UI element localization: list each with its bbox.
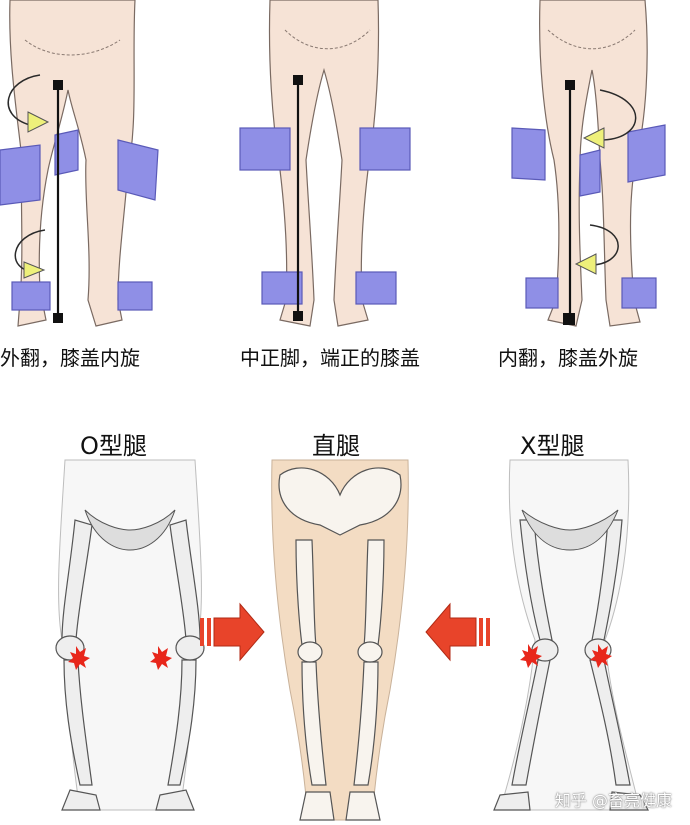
skeleton-illustration [55, 459, 649, 821]
x-legs-skeleton [493, 459, 649, 811]
title-o-legs: O型腿 [80, 432, 147, 460]
top-legs-figure: 外翻，膝盖内旋 中正脚，端正的膝盖 内翻，膝盖外旋 [0, 0, 690, 380]
title-straight-legs: 直腿 [312, 432, 360, 460]
straight-legs-skeleton [271, 459, 409, 821]
red-arrow-right-icon [200, 602, 265, 662]
caption-valgus: 外翻，膝盖内旋 [0, 346, 140, 370]
plumb-lines [56, 80, 572, 318]
o-legs-skeleton [55, 459, 205, 811]
watermark: 知乎 @畜亮健康 [554, 791, 672, 810]
red-arrow-left-icon [425, 602, 490, 662]
title-x-legs: X型腿 [520, 432, 585, 460]
caption-neutral: 中正脚，端正的膝盖 [240, 346, 420, 370]
pain-starburst-icon [68, 644, 612, 670]
planes [0, 124, 666, 311]
legs-illustration [0, 0, 666, 327]
caption-varus: 内翻，膝盖外旋 [498, 346, 638, 370]
bottom-skeleton-figure: O型腿 直腿 X型腿 [0, 400, 690, 825]
